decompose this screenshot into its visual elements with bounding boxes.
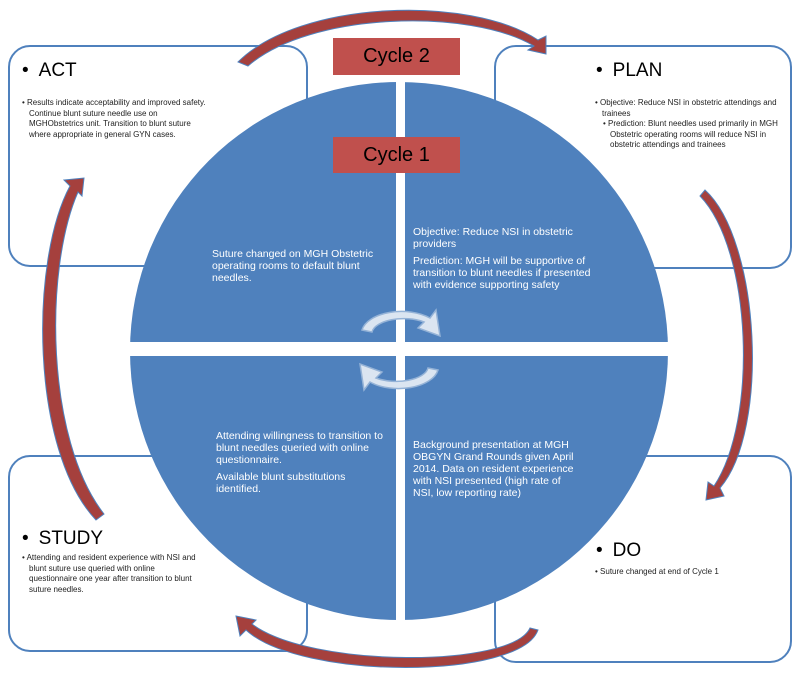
quadrant-do-text: Background presentation at MGH OBGYN Gra… bbox=[413, 439, 583, 504]
act-title: ACT bbox=[22, 60, 77, 82]
cycle-arrows-icon bbox=[359, 308, 441, 392]
study-title: STUDY bbox=[22, 528, 103, 550]
plan-text: Objective: Reduce NSI in obstetric atten… bbox=[595, 98, 790, 151]
plan-bullet: Objective: Reduce NSI in obstetric atten… bbox=[595, 98, 790, 119]
quadrant-study-line: Available blunt substitutions identified… bbox=[216, 471, 346, 495]
arrow-act-to-plan bbox=[237, 9, 547, 67]
cycle-2-label: Cycle 2 bbox=[333, 38, 460, 75]
study-bullet: Attending and resident experience with N… bbox=[22, 553, 202, 595]
arrow-study-to-act bbox=[42, 177, 105, 521]
do-bullet: Suture changed at end of Cycle 1 bbox=[595, 567, 785, 578]
arrow-plan-to-do bbox=[699, 189, 753, 501]
quadrant-plan-text: Objective: Reduce NSI in obstetric provi… bbox=[413, 226, 593, 296]
outer-arrows bbox=[42, 9, 753, 668]
quadrant-act-line: Suture changed on MGH Obstetric operatin… bbox=[212, 248, 374, 284]
arrow-do-to-study bbox=[235, 615, 539, 668]
act-bullet: Results indicate acceptability and impro… bbox=[22, 98, 212, 140]
quadrant-study-line: Attending willingness to transition to b… bbox=[216, 430, 383, 466]
quadrant-study-text: Attending willingness to transition to b… bbox=[216, 430, 388, 500]
plan-sub-bullet: Prediction: Blunt needles used primarily… bbox=[603, 119, 790, 151]
cycle-1-label: Cycle 1 bbox=[333, 137, 460, 173]
study-text: Attending and resident experience with N… bbox=[22, 553, 202, 595]
quadrant-plan-line: Prediction: MGH will be supportive of tr… bbox=[413, 255, 591, 291]
quadrant-act-text: Suture changed on MGH Obstetric operatin… bbox=[212, 248, 382, 289]
quadrant-plan-line: Objective: Reduce NSI in obstetric provi… bbox=[413, 226, 573, 250]
do-title: DO bbox=[596, 540, 642, 562]
plan-title: PLAN bbox=[596, 60, 663, 82]
quadrant-do-line: Background presentation at MGH OBGYN Gra… bbox=[413, 439, 574, 499]
do-text: Suture changed at end of Cycle 1 bbox=[595, 567, 785, 578]
act-text: Results indicate acceptability and impro… bbox=[22, 98, 212, 140]
